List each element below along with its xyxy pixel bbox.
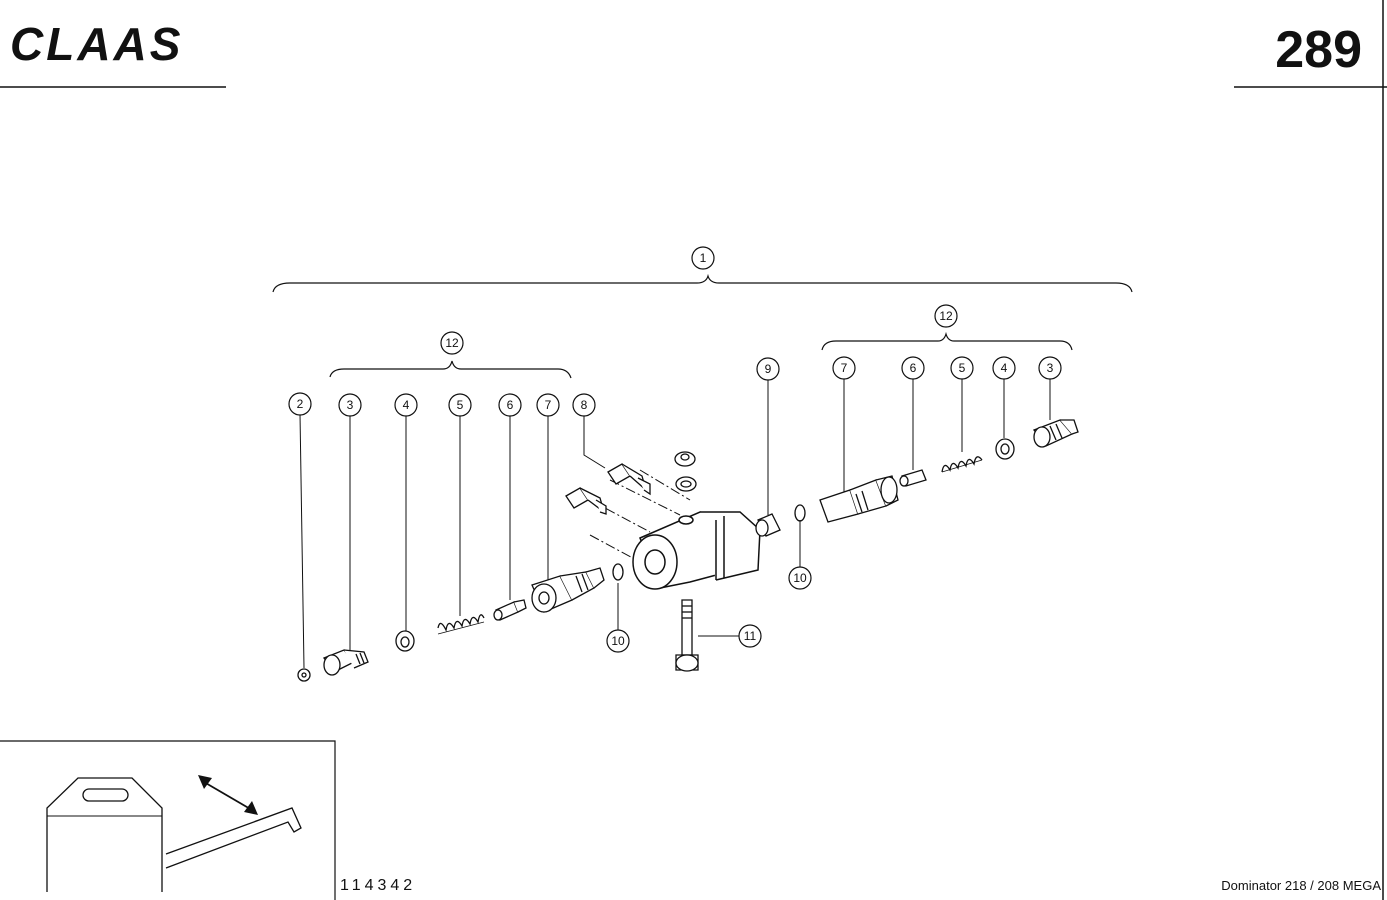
callout-6-left: 6 (498, 393, 522, 417)
callout-12-left: 12 (440, 331, 464, 355)
part-5-right-spring (941, 456, 983, 473)
part-7-left-valve (531, 567, 605, 613)
part-11-bolt (675, 599, 699, 672)
callouts: 1 2 3 4 5 6 7 8 12 12 9 7 6 5 4 3 10 10 … (288, 246, 1062, 653)
svg-text:8: 8 (581, 398, 588, 412)
svg-text:6: 6 (507, 398, 514, 412)
part-8-bleed-nipples (565, 463, 651, 515)
inset-locator (0, 740, 336, 900)
callout-5-left: 5 (448, 393, 472, 417)
callout-10-right: 10 (788, 566, 812, 590)
callout-2: 2 (288, 392, 312, 416)
part-9-sleeve (755, 513, 781, 537)
svg-text:7: 7 (841, 361, 848, 375)
leader-lines (299, 378, 1051, 669)
drawing-number: 114342 (340, 877, 416, 894)
part-3-right-plug (1032, 419, 1079, 448)
svg-text:3: 3 (347, 398, 354, 412)
inset-window (82, 788, 129, 802)
part-6-left-pin (493, 599, 527, 621)
part-6-right-pin (899, 469, 927, 487)
page-number: 289 (1275, 21, 1362, 79)
part-10-orings (612, 504, 806, 581)
part-cap-and-washer (674, 451, 697, 492)
part-3-left-plug (322, 649, 369, 676)
svg-text:4: 4 (1001, 361, 1008, 375)
brand-logo: CLAAS (10, 18, 183, 70)
part-7-right-valve (819, 475, 899, 523)
callout-11: 11 (738, 624, 762, 648)
assembly-brace (272, 273, 1133, 293)
svg-text:9: 9 (765, 362, 772, 376)
model-label: Dominator 218 / 208 MEGA (1221, 878, 1381, 893)
callout-9: 9 (756, 357, 780, 381)
callout-6-right: 6 (901, 356, 925, 380)
callout-3-left: 3 (338, 393, 362, 417)
right-kit-brace (821, 331, 1073, 351)
part-4-right-disc (995, 438, 1015, 460)
svg-text:5: 5 (457, 398, 464, 412)
callout-3-right: 3 (1038, 356, 1062, 380)
svg-text:3: 3 (1047, 361, 1054, 375)
svg-text:10: 10 (793, 571, 807, 585)
left-kit-brace (329, 360, 572, 379)
svg-text:1: 1 (700, 251, 707, 265)
inset-lever (165, 807, 302, 869)
part-5-left-spring (437, 614, 485, 635)
svg-text:4: 4 (403, 398, 410, 412)
inset-machine-outline (46, 777, 163, 892)
svg-text:5: 5 (959, 361, 966, 375)
svg-text:12: 12 (445, 336, 459, 350)
callout-4-left: 4 (394, 393, 418, 417)
callout-8: 8 (572, 393, 596, 417)
callout-5-right: 5 (950, 356, 974, 380)
svg-text:10: 10 (611, 634, 625, 648)
callout-7-right: 7 (832, 356, 856, 380)
part-4-left-disc (395, 630, 415, 652)
part-valve-body (632, 511, 761, 590)
svg-text:7: 7 (545, 398, 552, 412)
svg-text:6: 6 (910, 361, 917, 375)
callout-10-left: 10 (606, 629, 630, 653)
callout-7-left: 7 (536, 393, 560, 417)
svg-text:12: 12 (939, 309, 953, 323)
part-2-washer (297, 668, 311, 682)
callout-1: 1 (691, 246, 715, 270)
callout-12-right: 12 (934, 304, 958, 328)
double-arrow-icon (203, 781, 253, 811)
svg-text:11: 11 (744, 629, 757, 643)
svg-text:2: 2 (297, 397, 304, 411)
callout-4-right: 4 (992, 356, 1016, 380)
